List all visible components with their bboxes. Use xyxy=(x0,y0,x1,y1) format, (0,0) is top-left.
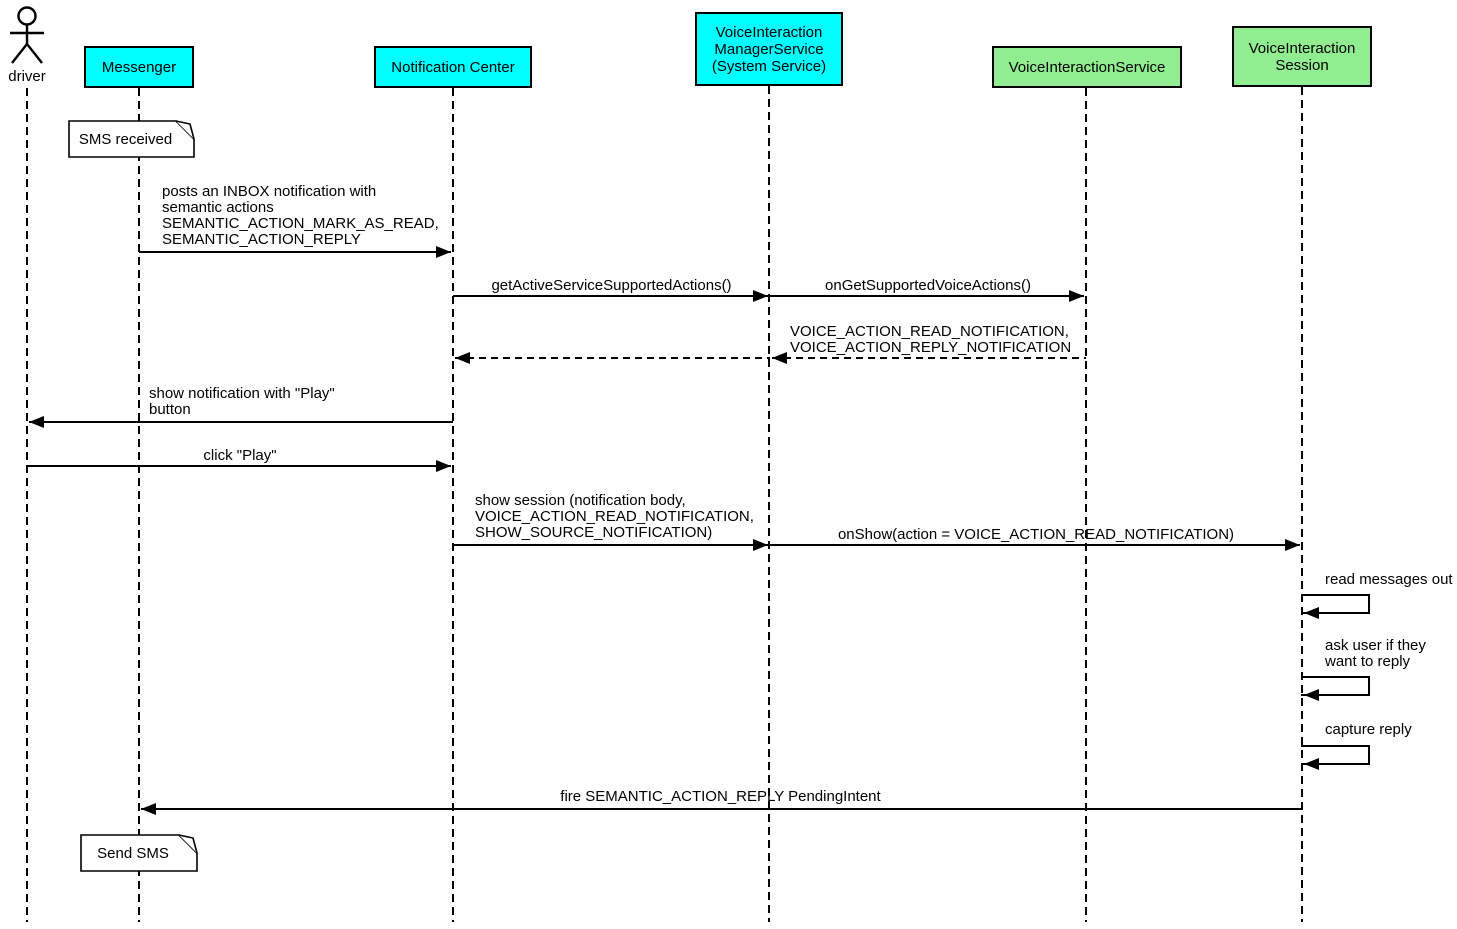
message-label-voice-action-return: VOICE_ACTION_READ_NOTIFICATION, VOICE_AC… xyxy=(790,323,1072,356)
message-line xyxy=(29,421,453,423)
note-sms-received: SMS received xyxy=(68,120,195,158)
participant-box-voice-interaction-session: VoiceInteraction Session xyxy=(1232,26,1372,87)
arrowhead-left-icon xyxy=(29,416,44,428)
lifeline-voice-interaction-service xyxy=(1085,88,1087,922)
participant-box-notification-center: Notification Center xyxy=(374,46,532,88)
arrowhead-right-icon xyxy=(753,290,768,302)
arrowhead-right-icon xyxy=(753,539,768,551)
message-line xyxy=(139,251,451,253)
arrowhead-left-icon xyxy=(1304,758,1319,770)
message-label-ask-user-reply: ask user if they want to reply xyxy=(1325,637,1426,670)
arrowhead-right-icon xyxy=(1285,539,1300,551)
actor-label-driver: driver xyxy=(8,68,46,85)
self-message-loop xyxy=(1301,594,1370,614)
message-label-get-active-service-supported-actions: getActiveServiceSupportedActions() xyxy=(491,277,732,294)
arrowhead-right-icon xyxy=(436,246,451,258)
arrowhead-right-icon xyxy=(1069,290,1084,302)
lifeline-voice-interaction-manager-service xyxy=(768,86,770,922)
participant-box-messenger: Messenger xyxy=(84,46,194,88)
note-send-sms: Send SMS xyxy=(80,834,198,872)
arrowhead-left-icon xyxy=(1304,689,1319,701)
lifeline-voice-interaction-session xyxy=(1301,87,1303,922)
self-message-loop xyxy=(1301,745,1370,765)
message-label-on-show: onShow(action = VOICE_ACTION_READ_NOTIFI… xyxy=(837,526,1235,543)
note-text: Send SMS xyxy=(97,844,169,862)
arrowhead-right-icon xyxy=(436,460,451,472)
arrowhead-left-icon xyxy=(772,352,787,364)
participant-box-voice-interaction-manager-service: VoiceInteraction ManagerService (System … xyxy=(695,12,843,86)
participant-box-voice-interaction-service: VoiceInteractionService xyxy=(992,46,1182,88)
arrowhead-left-icon xyxy=(1304,607,1319,619)
lifeline-driver xyxy=(26,88,28,922)
message-label-show-session: show session (notification body, VOICE_A… xyxy=(475,492,754,541)
message-line xyxy=(770,544,1300,546)
arrowhead-left-icon xyxy=(141,803,156,815)
message-label-show-notification: show notification with "Play" button xyxy=(149,385,335,418)
lifeline-messenger xyxy=(138,88,140,922)
message-return-line xyxy=(772,357,1086,359)
message-label-posts-inbox-notification: posts an INBOX notification with semanti… xyxy=(162,183,439,248)
message-line xyxy=(770,295,1084,297)
message-label-capture-reply: capture reply xyxy=(1325,721,1412,738)
message-line xyxy=(141,808,1302,810)
self-message-loop xyxy=(1301,676,1370,696)
message-label-fire-semantic-action-reply: fire SEMANTIC_ACTION_REPLY PendingIntent xyxy=(560,788,881,805)
arrowhead-left-icon xyxy=(455,352,470,364)
message-line xyxy=(27,465,451,467)
message-label-read-messages-out: read messages out xyxy=(1325,571,1453,588)
note-text: SMS received xyxy=(78,130,173,148)
actor-icon xyxy=(10,6,44,64)
note-shape-icon xyxy=(68,120,195,158)
message-label-click-play: click "Play" xyxy=(203,447,277,464)
note-shape-icon xyxy=(80,834,198,872)
message-return-line xyxy=(455,357,770,359)
message-label-on-get-supported-voice-actions: onGetSupportedVoiceActions() xyxy=(825,277,1031,294)
lifeline-notification-center xyxy=(452,88,454,922)
message-line xyxy=(453,295,768,297)
message-line xyxy=(453,544,768,546)
